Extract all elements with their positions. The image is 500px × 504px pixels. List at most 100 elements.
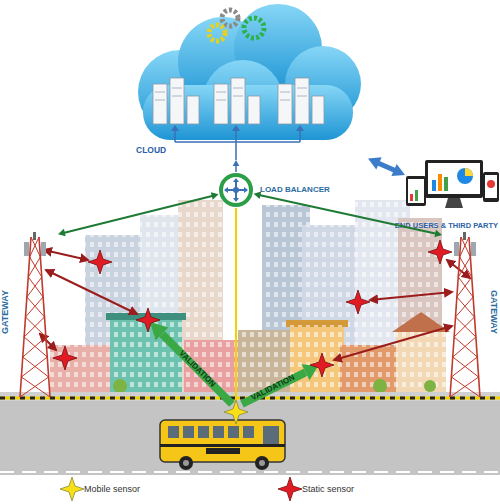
end-users-node: END USERS & THIRD PARTY (405, 156, 500, 236)
servers (187, 96, 199, 124)
device-icons (485, 175, 497, 198)
device-icons (425, 160, 483, 198)
sensor-links (40, 250, 470, 360)
cloud-node: CLOUD (118, 0, 368, 160)
sensor-links (370, 292, 452, 300)
lattice-tower (21, 237, 50, 397)
branch-heads (171, 125, 304, 131)
connector (254, 192, 442, 238)
balancer-ring (233, 198, 239, 202)
balancer-ring (224, 187, 228, 193)
front-buildings (50, 312, 450, 395)
school-bus (160, 444, 285, 447)
device-icons (457, 168, 473, 184)
school-bus (160, 420, 285, 462)
validation-arrows (150, 322, 168, 340)
lattice-tower (450, 232, 480, 397)
connector-line (63, 196, 213, 233)
device-icons (410, 194, 413, 201)
servers (278, 84, 292, 124)
balancer-ring (221, 175, 251, 205)
static-sensors (310, 353, 334, 377)
balancer-ring (244, 187, 248, 193)
front-buildings (110, 318, 182, 395)
balancer-ring (218, 172, 254, 208)
school-bus (243, 426, 254, 438)
school-bus (213, 426, 224, 438)
servers (231, 78, 245, 124)
gears (244, 18, 264, 38)
school-bus (198, 426, 209, 438)
device-icons (444, 177, 448, 191)
lattice-tower (471, 242, 476, 256)
arrow-head (58, 229, 66, 236)
arrow-head (233, 160, 240, 166)
sensor-links (40, 334, 56, 350)
node-label: GATEWAY (489, 290, 498, 334)
school-bus (263, 426, 279, 444)
servers (312, 96, 324, 124)
lattice-tower (463, 232, 466, 240)
balancer-ring (233, 187, 239, 193)
school-bus (168, 426, 179, 438)
road (0, 401, 500, 475)
connector (368, 157, 405, 176)
school-bus (228, 426, 239, 438)
validation-arrows (150, 322, 318, 404)
device-icons (405, 156, 500, 220)
lattice-tower (41, 242, 46, 256)
static-sensors (428, 240, 452, 264)
mobile-sensor (224, 400, 248, 424)
sensor-links (44, 250, 88, 260)
cloud-shape (138, 4, 361, 140)
gears (222, 10, 238, 26)
connector (233, 160, 240, 172)
device-icons (445, 198, 463, 208)
device-icons (465, 168, 473, 176)
static-sensors (53, 240, 452, 377)
device-icons (428, 163, 480, 194)
servers (248, 96, 260, 124)
front-buildings (50, 345, 112, 395)
branch-heads (296, 125, 304, 131)
legend-text: Static sensor (302, 485, 354, 494)
connector-line (235, 165, 237, 172)
school-bus (183, 460, 189, 466)
validation-arrows (162, 334, 232, 404)
arrow-head (434, 230, 442, 238)
arrow-head (211, 192, 219, 199)
balancer-ring (233, 178, 239, 182)
school-bus (259, 460, 265, 466)
validation-arrows (242, 372, 306, 404)
device-icons (438, 174, 442, 191)
servers (214, 84, 228, 124)
front-buildings (110, 318, 182, 395)
lattice-tower (20, 237, 50, 397)
arrow-head (254, 192, 262, 200)
connector-line (259, 195, 436, 234)
server-branches (175, 130, 300, 160)
servers (170, 78, 184, 124)
device-icons (483, 172, 499, 202)
node-label: LOAD BALANCER (260, 186, 330, 194)
node-label: CLOUD (136, 146, 166, 155)
sensor-links (334, 326, 452, 360)
legend-text: Mobile sensor (84, 485, 140, 494)
static-sensors (88, 250, 112, 274)
front-buildings (373, 379, 387, 393)
gears (209, 10, 264, 41)
school-bus (160, 420, 285, 470)
server-branches (175, 130, 300, 160)
lattice-tower (450, 237, 480, 397)
gateway-node: GATEWAY (0, 232, 58, 400)
school-bus (255, 456, 269, 470)
lattice-tower (454, 242, 459, 256)
static-sensors (53, 346, 77, 370)
road (0, 471, 500, 473)
branch-heads (171, 125, 179, 131)
servers (155, 88, 307, 100)
gears (209, 25, 225, 41)
device-icons (406, 176, 426, 206)
device-icons (432, 180, 436, 191)
